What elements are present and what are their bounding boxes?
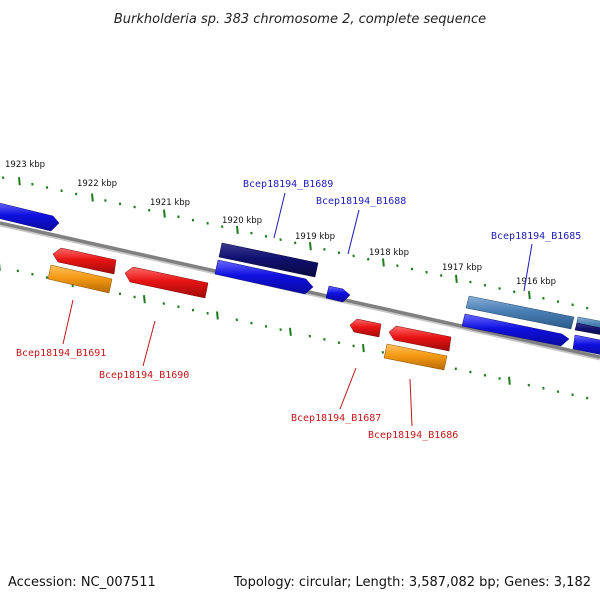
- upper-scale-track: [2, 176, 589, 310]
- leader-b1688: [347, 209, 360, 255]
- upper-track-major-tick: [163, 209, 166, 218]
- gene-label-b1691[interactable]: Bcep18194_B1691: [16, 348, 106, 359]
- leader-b1689: [273, 192, 286, 239]
- leader-b1690: [142, 320, 156, 367]
- gene-bcep18194-b1685[interactable]: [465, 295, 575, 330]
- lower-track-major-tick: [508, 376, 511, 385]
- kbp-label-1916: 1916 kbp: [516, 277, 556, 287]
- gene-label-b1685[interactable]: Bcep18194_B1685: [491, 231, 581, 242]
- upper-track-major-tick: [236, 225, 239, 234]
- leader-b1685: [523, 243, 533, 292]
- forward-genes: [0, 202, 600, 356]
- upper-track-major-tick: [91, 193, 94, 202]
- topology-summary: Topology: circular; Length: 3,587,082 bp…: [233, 575, 591, 590]
- reverse-genes: [47, 247, 452, 371]
- lower-track-major-tick: [289, 327, 292, 336]
- gene-bcep18194-b1688[interactable]: [325, 285, 351, 303]
- gene-red-5[interactable]: [388, 325, 452, 352]
- gene-label-b1687[interactable]: Bcep18194_B1687: [291, 413, 381, 424]
- upper-track-major-tick: [382, 258, 385, 267]
- gene-forward-blue-2[interactable]: [461, 313, 570, 347]
- kbp-label-1920: 1920 kbp: [222, 216, 262, 226]
- leader-b1687: [339, 367, 357, 410]
- upper-track-major-tick: [309, 242, 312, 251]
- kbp-label-1923: 1923 kbp: [5, 160, 45, 170]
- kbp-label-1922: 1922 kbp: [77, 179, 117, 189]
- gene-dark-right-edge[interactable]: [574, 322, 600, 336]
- leader-b1691: [62, 299, 74, 345]
- gene-bcep18194-b1691[interactable]: [47, 264, 113, 294]
- kbp-label-1919: 1919 kbp: [295, 232, 335, 242]
- kbp-label-1918: 1918 kbp: [369, 248, 409, 258]
- gene-blue-right-edge[interactable]: [572, 334, 600, 356]
- kbp-label-1917: 1917 kbp: [442, 263, 482, 273]
- lower-track-major-tick: [143, 295, 146, 304]
- gene-label-b1690[interactable]: Bcep18194_B1690: [99, 370, 189, 381]
- upper-track-major-tick: [528, 291, 531, 300]
- gene-bcep18194-b1689[interactable]: [218, 242, 319, 278]
- leader-b1686: [409, 378, 413, 427]
- kbp-label-1921: 1921 kbp: [150, 198, 190, 208]
- gene-red-1[interactable]: [52, 247, 117, 275]
- accession-text: Accession: NC_007511: [8, 575, 156, 590]
- gene-forward-blue-1[interactable]: [214, 259, 314, 295]
- gene-label-b1686[interactable]: Bcep18194_B1686: [368, 430, 458, 441]
- upper-track-major-tick: [18, 177, 21, 186]
- lower-track-major-tick: [216, 311, 219, 320]
- gene-bcep18194-b1690[interactable]: [124, 266, 209, 299]
- label-leaders: [62, 192, 533, 427]
- upper-track-major-tick: [455, 274, 458, 283]
- map-title: Burkholderia sp. 383 chromosome 2, compl…: [114, 12, 486, 27]
- gene-label-b1689[interactable]: Bcep18194_B1689: [243, 179, 333, 190]
- gene-bcep18194-b1686[interactable]: [383, 343, 448, 371]
- gene-label-b1688[interactable]: Bcep18194_B1688: [316, 196, 406, 207]
- gene-forward-left-edge[interactable]: [0, 202, 60, 232]
- gene-bcep18194-b1687[interactable]: [349, 318, 382, 338]
- lower-track-major-tick: [362, 344, 365, 353]
